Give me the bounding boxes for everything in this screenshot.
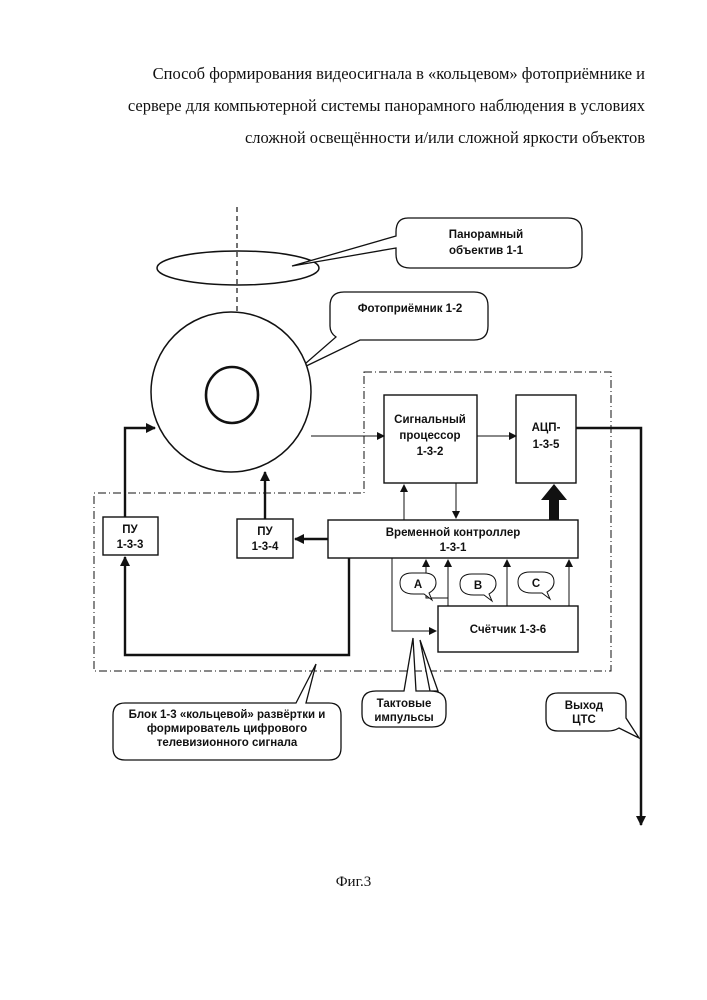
signal-b-label: В xyxy=(474,580,482,592)
output-line xyxy=(576,428,641,825)
adc-line-1: АЦП- xyxy=(532,422,561,434)
adc-line-2: 1-3-5 xyxy=(533,439,560,451)
counter-label: Счётчик 1-3-6 xyxy=(470,624,546,636)
lens-callout-line-2: объектив 1-1 xyxy=(449,245,524,257)
lens-callout-line-1: Панорамный xyxy=(449,229,523,241)
pu-1-3-3-line-1: ПУ xyxy=(122,524,138,536)
block-callout-line-2: формирователь цифрового xyxy=(147,723,307,735)
ring-photodetector-inner xyxy=(206,367,258,423)
signal-processor-line-2: процессор xyxy=(399,430,460,442)
timing-controller-line-2: 1-3-1 xyxy=(440,542,467,554)
pu-1-3-4-line-1: ПУ xyxy=(257,526,273,538)
controller-to-pu3-line xyxy=(125,557,349,655)
lens-ellipse xyxy=(157,251,319,285)
block-callout-line-3: телевизионного сигнала xyxy=(157,737,298,749)
figure-caption: Фиг.3 xyxy=(0,874,707,891)
signal-processor-line-3: 1-3-2 xyxy=(417,446,444,458)
signal-c-label: С xyxy=(532,578,540,590)
clock-callout-line-2: импульсы xyxy=(374,712,434,724)
lens-callout-bubble xyxy=(292,218,582,268)
output-callout-line-2: ЦТС xyxy=(572,714,596,726)
block-callout-line-1: Блок 1-3 «кольцевой» развёртки и xyxy=(129,709,326,721)
photo-callout-label: Фотоприёмник 1-2 xyxy=(358,303,463,315)
controller-to-adc-bold-arrow xyxy=(541,484,567,520)
timing-controller-line-1: Временной контроллер xyxy=(386,527,521,539)
pu3-to-photo-arrow xyxy=(125,428,155,517)
pu-1-3-3-line-2: 1-3-3 xyxy=(117,539,144,551)
pu-1-3-4-line-2: 1-3-4 xyxy=(252,541,279,553)
clock-callout-line-1: Тактовые xyxy=(377,698,432,710)
signal-a-label: А xyxy=(414,579,422,591)
signal-processor-line-1: Сигнальный xyxy=(394,414,466,426)
output-callout-line-1: Выход xyxy=(565,700,604,712)
